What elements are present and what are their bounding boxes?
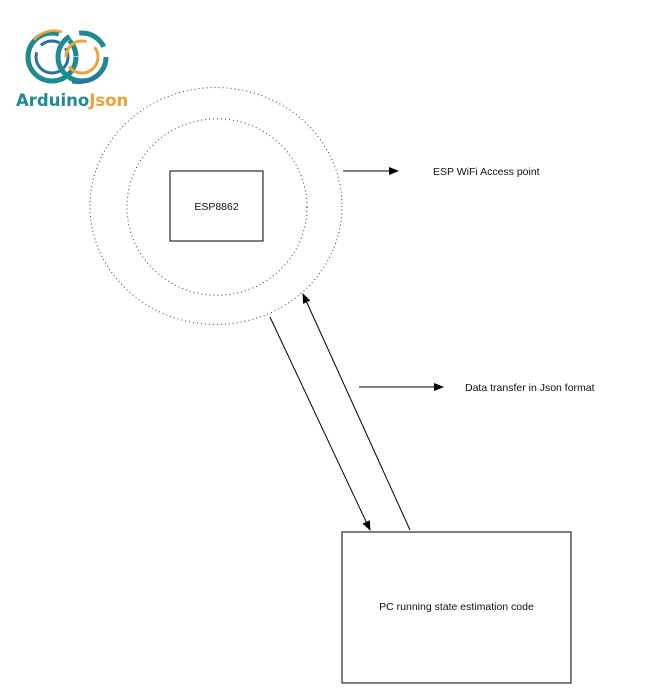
pc-to-esp-arrow	[302, 293, 411, 531]
logo-text-arduino: Arduino	[16, 91, 89, 110]
esp-to-pc-arrow	[269, 316, 371, 531]
esp-node-label: ESP8862	[194, 201, 239, 213]
pc-node-label: PC running state estimation code	[379, 601, 534, 613]
access-point-label: ESP WiFi Access point	[433, 166, 540, 178]
arduinojson-logo: ArduinoJson	[16, 29, 128, 110]
data-transfer-label: Data transfer in Json format	[465, 382, 595, 394]
logo-rings-icon	[25, 29, 109, 85]
logo-text-json: Json	[88, 91, 128, 110]
pc-node: PC running state estimation code	[341, 531, 572, 684]
svg-text:ArduinoJson: ArduinoJson	[16, 91, 128, 110]
wifi-range-outer	[89, 87, 343, 325]
esp-node: ESP8862	[169, 170, 264, 242]
wifi-range-inner	[126, 118, 308, 296]
